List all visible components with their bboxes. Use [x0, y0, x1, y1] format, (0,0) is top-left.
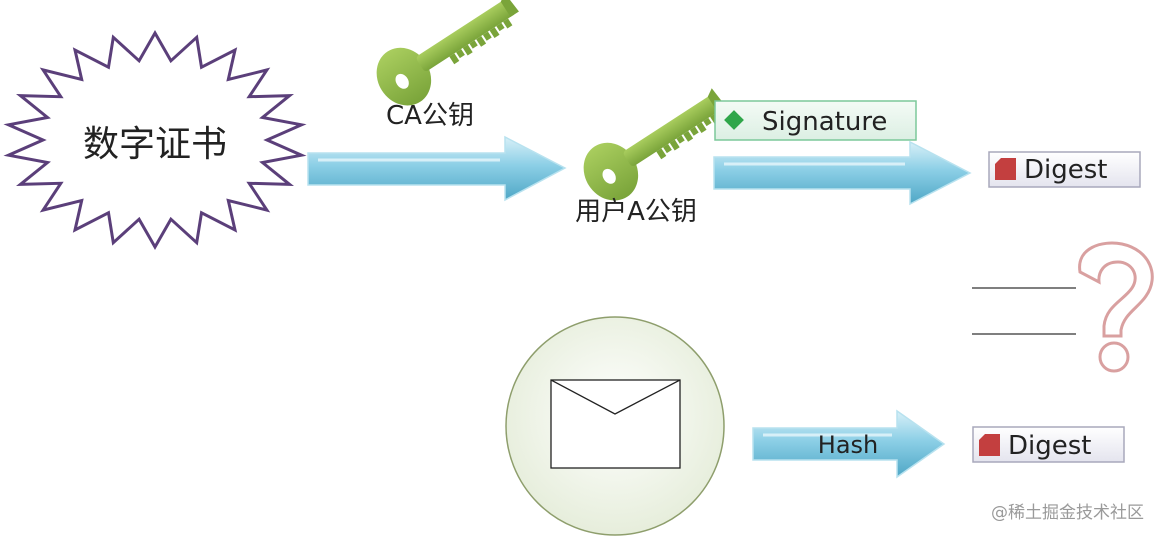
user-a-key-icon	[583, 88, 726, 201]
watermark: @稀土掘金技术社区	[991, 503, 1144, 523]
digest-marker-icon	[979, 434, 1000, 456]
ca-key-icon	[376, 0, 519, 106]
question-mark-icon	[1078, 241, 1154, 373]
digest-box-top: Digest	[988, 151, 1141, 188]
arrow-hash: Hash	[752, 409, 946, 479]
digest-box-bottom: Digest	[972, 426, 1125, 463]
hash-label: Hash	[818, 431, 878, 459]
signature-label: Signature	[762, 107, 887, 137]
ca-key-label: CA公钥	[386, 101, 474, 131]
certificate-starburst: 数字证书	[3, 29, 307, 251]
arrow-certificate-to-user-key	[307, 135, 567, 202]
envelope-icon	[550, 379, 681, 469]
user-a-key-label: 用户A公钥	[575, 197, 697, 227]
comparison-equals-lines	[972, 287, 1076, 335]
message-circle	[505, 316, 725, 536]
digest-marker-icon	[995, 158, 1016, 180]
starburst-shape	[3, 29, 307, 251]
signature-box: Signature	[714, 100, 917, 141]
certificate-label: 数字证书	[83, 124, 227, 165]
arrow-decrypt-to-digest	[713, 140, 972, 206]
digest-top-label: Digest	[1024, 155, 1107, 185]
digest-bottom-label: Digest	[1008, 431, 1091, 461]
